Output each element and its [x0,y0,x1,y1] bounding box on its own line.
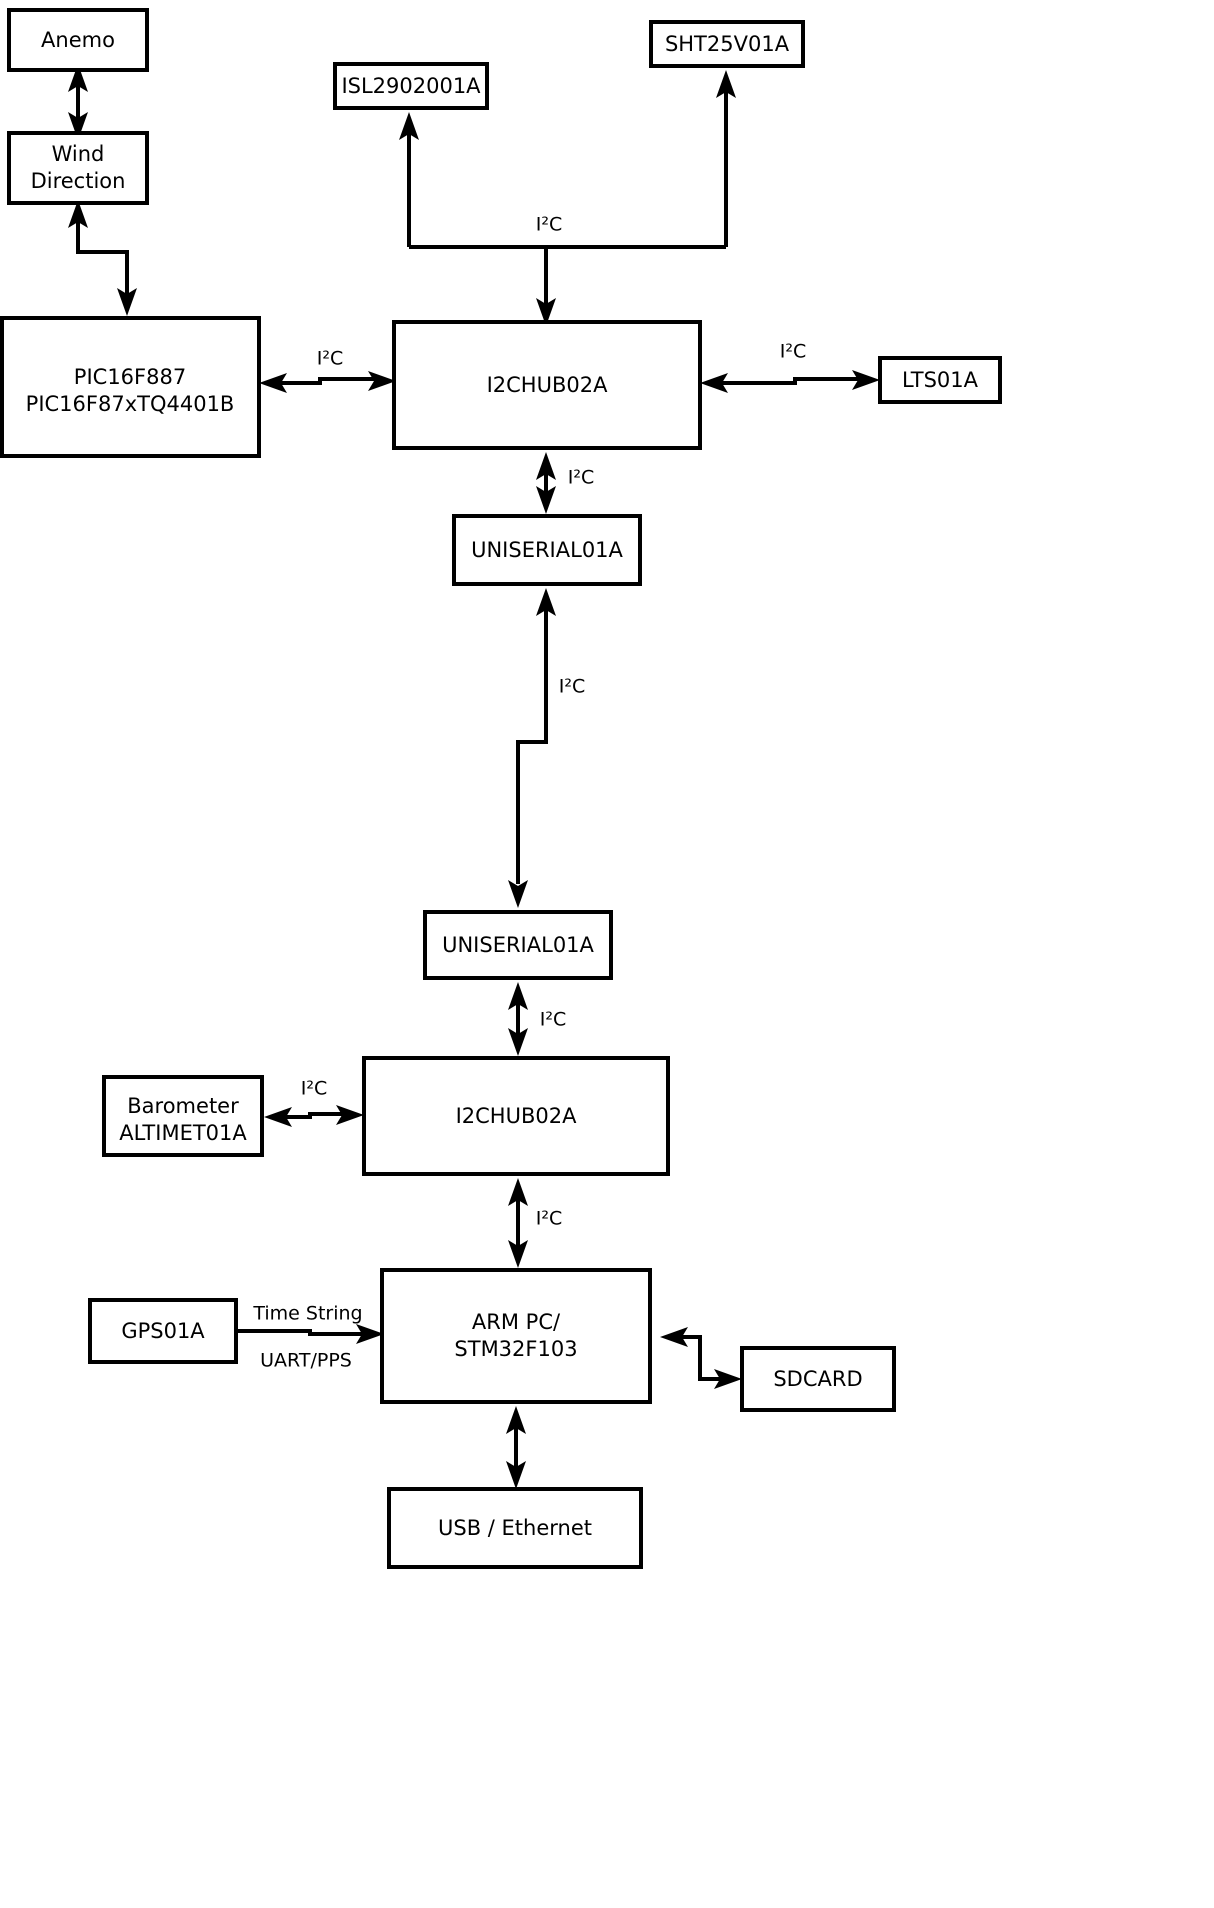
node-i2chub02a-bottom-label: I2CHUB02A [456,1104,578,1128]
arrow-down-pic [117,288,137,316]
arrow-up-hubbottom [508,1178,528,1206]
arrow-up-sht [716,70,736,98]
arrow-down-wind [68,112,88,140]
arrow-up-hubtop [536,452,556,480]
arrow-right-hubbottom [336,1105,364,1125]
arrow-down-arm [508,1240,528,1268]
connector-uniserialA-uniserialB [508,588,556,908]
connector-pic-hubtop [259,371,396,393]
arrow-down-usb [506,1461,526,1489]
arrow-right-hubtop [368,371,396,391]
node-isl2902001a-label: ISL2902001A [341,74,481,98]
edge-label-uniserialA-uniserialB: I²C [559,676,586,698]
arrow-down-uniserialB [508,880,528,908]
node-barometer-label-line1: Barometer [127,1094,239,1118]
connector-layer [68,64,880,1489]
connector-pic-wind [68,200,137,316]
arrow-left-barometer [264,1107,292,1127]
node-i2chub02a-bottom[interactable]: I2CHUB02A [362,1056,670,1176]
node-isl2902001a[interactable]: ISL2902001A [333,62,489,110]
node-barometer-label-line2: ALTIMET01A [119,1121,247,1145]
connector-barometer-hubbottom [264,1105,364,1127]
connector-arm-sdcard [660,1327,742,1389]
connector-hubtop-lts [700,370,880,393]
node-anemo-label: Anemo [41,28,115,52]
connector-uniserialB-hubbottom [508,982,528,1056]
arrow-down-hubtop [536,298,556,326]
connector-arm-usb [506,1406,526,1489]
node-sdcard[interactable]: SDCARD [740,1346,896,1412]
edge-label-layer: I²C I²C I²C I²C I²C I²C I²C I²C Time Str… [252,214,806,1372]
node-uniserial01a-lower[interactable]: UNISERIAL01A [423,910,613,980]
arrow-up-uniserialA [536,588,556,616]
arrow-down-uniserialA [536,486,556,514]
edge-label-gps-uart-pps: UART/PPS [260,1350,352,1372]
node-sht25v01a-label: SHT25V01A [665,32,790,56]
node-uniserial01a-upper-label: UNISERIAL01A [471,538,623,562]
connector-hubtop-i2c-bus [399,70,736,326]
node-lts01a[interactable]: LTS01A [878,356,1002,404]
node-arm-label-line1: ARM PC/ [472,1310,561,1334]
edge-label-pic-hubtop: I²C [317,348,344,370]
node-i2chub02a-top[interactable]: I2CHUB02A [392,320,702,450]
node-uniserial01a-upper[interactable]: UNISERIAL01A [452,514,642,586]
arrow-up-arm [506,1406,526,1434]
node-uniserial01a-lower-label: UNISERIAL01A [442,933,594,957]
edge-label-uniserialB-hubbottom: I²C [540,1009,567,1031]
node-arm-pc-stm32f103[interactable]: ARM PC/ STM32F103 [380,1268,652,1404]
node-wind-direction[interactable]: Wind Direction [7,131,149,205]
arrow-left-arm [660,1327,688,1347]
edge-label-hubtop-lts: I²C [780,341,807,363]
node-gps01a[interactable]: GPS01A [88,1298,238,1364]
node-arm-label-line2: STM32F103 [454,1337,577,1361]
node-pic16f887[interactable]: PIC16F887 PIC16F87xTQ4401B [0,316,261,458]
node-pic16f887-label-line1: PIC16F887 [74,365,186,389]
connector-hubtop-uniserialA [536,452,556,514]
arrow-left-hubtop [700,373,728,393]
arrow-down-hubbottom [508,1028,528,1056]
edge-label-barometer-hubbottom: I²C [301,1078,328,1100]
edge-label-hubbottom-arm: I²C [536,1208,563,1230]
arrow-up-anemo [68,64,88,92]
arrow-right-arm-gps [356,1324,384,1344]
node-gps01a-label: GPS01A [121,1319,205,1343]
node-barometer-altimet01a[interactable]: Barometer ALTIMET01A [102,1075,264,1157]
edge-label-hubtop-i2cbus: I²C [536,214,563,236]
node-wind-direction-label-line1: Wind [52,142,105,166]
node-layer: Anemo Wind Direction PIC16F887 PIC16F87x… [0,8,1002,1569]
edge-label-hubtop-uniserialA: I²C [568,467,595,489]
connector-gps-arm [236,1324,384,1344]
arrow-right-lts [852,370,880,390]
arrow-up-isl [399,112,419,140]
node-wind-direction-label-line2: Direction [31,169,126,193]
node-usb-ethernet[interactable]: USB / Ethernet [387,1487,643,1569]
arrow-right-sdcard [714,1369,742,1389]
node-usb-ethernet-label: USB / Ethernet [438,1516,592,1540]
node-anemo[interactable]: Anemo [7,8,149,72]
arrow-up-uniserialB [508,982,528,1010]
arrow-left-pic [259,373,287,393]
connector-hubbottom-arm [508,1178,528,1268]
edge-label-gps-time-string: Time String [252,1303,362,1325]
node-i2chub02a-top-label: I2CHUB02A [487,373,609,397]
node-lts01a-label: LTS01A [902,368,979,392]
node-pic16f887-label-line2: PIC16F87xTQ4401B [26,392,235,416]
node-sht25v01a[interactable]: SHT25V01A [649,20,805,68]
connector-anemo-wind [68,64,88,140]
arrow-up-winddirection [68,200,88,228]
node-sdcard-label: SDCARD [773,1367,862,1391]
